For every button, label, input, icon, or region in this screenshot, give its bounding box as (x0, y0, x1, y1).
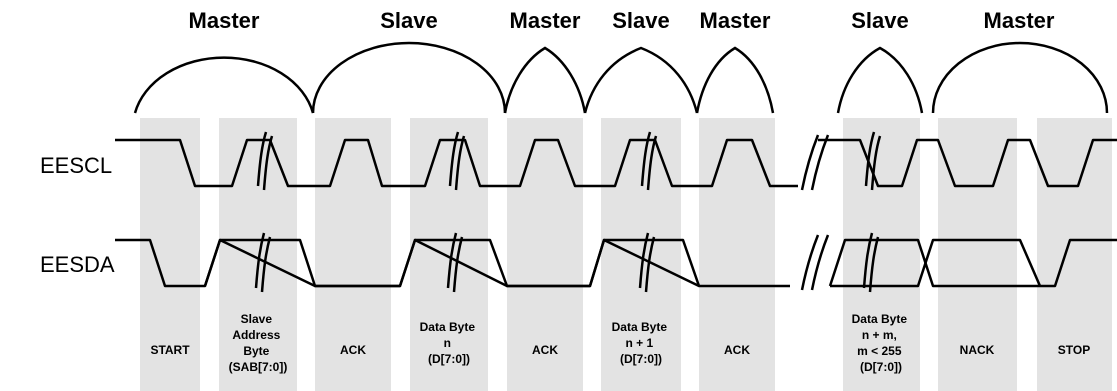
arch-master-4 (931, 41, 1109, 114)
ownership-arches (133, 41, 1109, 114)
eesda-waveform-resume-low (830, 238, 1042, 288)
segment-shade-data-n (410, 118, 488, 391)
segment-label-ack-2: ACK (532, 343, 558, 357)
arch-master-2 (503, 46, 587, 114)
segment-label-stop: STOP (1058, 343, 1090, 357)
segment-shading (140, 118, 1112, 391)
eescl-waveform (115, 138, 798, 188)
signal-label-sda: EESDA (40, 252, 115, 277)
segment-label-start: START (150, 343, 190, 357)
owner-label-master-3: Master (700, 8, 771, 33)
segment-shade-start (140, 118, 200, 391)
eesda-break-marks (254, 232, 880, 293)
segment-label-data-byte-nm: Data Byte n + m, m < 255 (D[7:0]) (852, 312, 911, 374)
owner-label-master-2: Master (510, 8, 581, 33)
eesda-waveform-resume (828, 238, 1117, 288)
segment-label-ack-3: ACK (724, 343, 750, 357)
owner-label-slave-2: Slave (612, 8, 670, 33)
segment-shade-address (219, 118, 297, 391)
arch-slave-1 (311, 41, 507, 114)
owner-label-master-1: Master (189, 8, 260, 33)
arch-slave-2 (583, 46, 699, 114)
owner-label-slave-3: Slave (851, 8, 909, 33)
arch-master-3 (695, 46, 775, 114)
segment-label-nack: NACK (960, 343, 995, 357)
segment-label-data-byte-n: Data Byte n (D[7:0]) (420, 320, 479, 366)
owner-label-slave-1: Slave (380, 8, 438, 33)
eescl-break-marks (256, 131, 882, 191)
eescl-waveform-resume (818, 138, 1117, 188)
eesda-waveform-high (203, 238, 701, 288)
signal-label-scl: EESCL (40, 153, 112, 178)
segment-shade-nack (938, 118, 1017, 391)
segment-label-ack-1: ACK (340, 343, 366, 357)
segment-shade-ack-1 (315, 118, 391, 391)
segment-shade-data-nm (843, 118, 920, 391)
arch-master-1 (133, 56, 315, 114)
arch-slave-3 (836, 46, 924, 114)
segment-shade-ack-2 (507, 118, 583, 391)
owner-label-master-4: Master (984, 8, 1055, 33)
segment-shade-data-n1 (601, 118, 681, 391)
segment-label-slave-address: Slave Address Byte (SAB[7:0]) (229, 312, 288, 374)
segment-shade-stop (1037, 118, 1112, 391)
segment-label-data-byte-n1: Data Byte n + 1 (D[7:0]) (612, 320, 671, 366)
